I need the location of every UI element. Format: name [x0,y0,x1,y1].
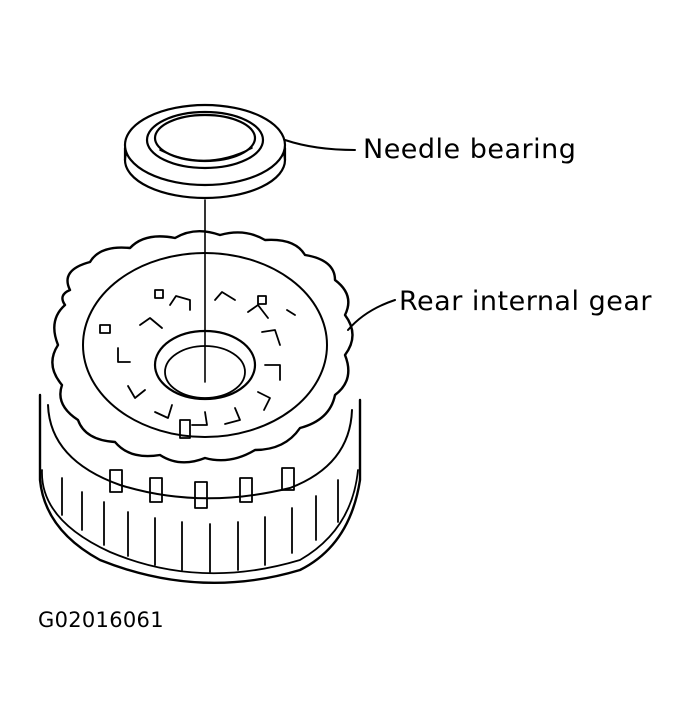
needle-bearing-leader-line [284,139,356,151]
rear-internal-gear-label: Rear internal gear [399,286,652,317]
rear-internal-gear-leader-line [347,299,396,331]
needle-bearing-illustration [123,103,287,200]
figure-code: G02016061 [38,608,164,632]
needle-bearing-label: Needle bearing [363,134,577,165]
rear-internal-gear-illustration [38,230,362,584]
